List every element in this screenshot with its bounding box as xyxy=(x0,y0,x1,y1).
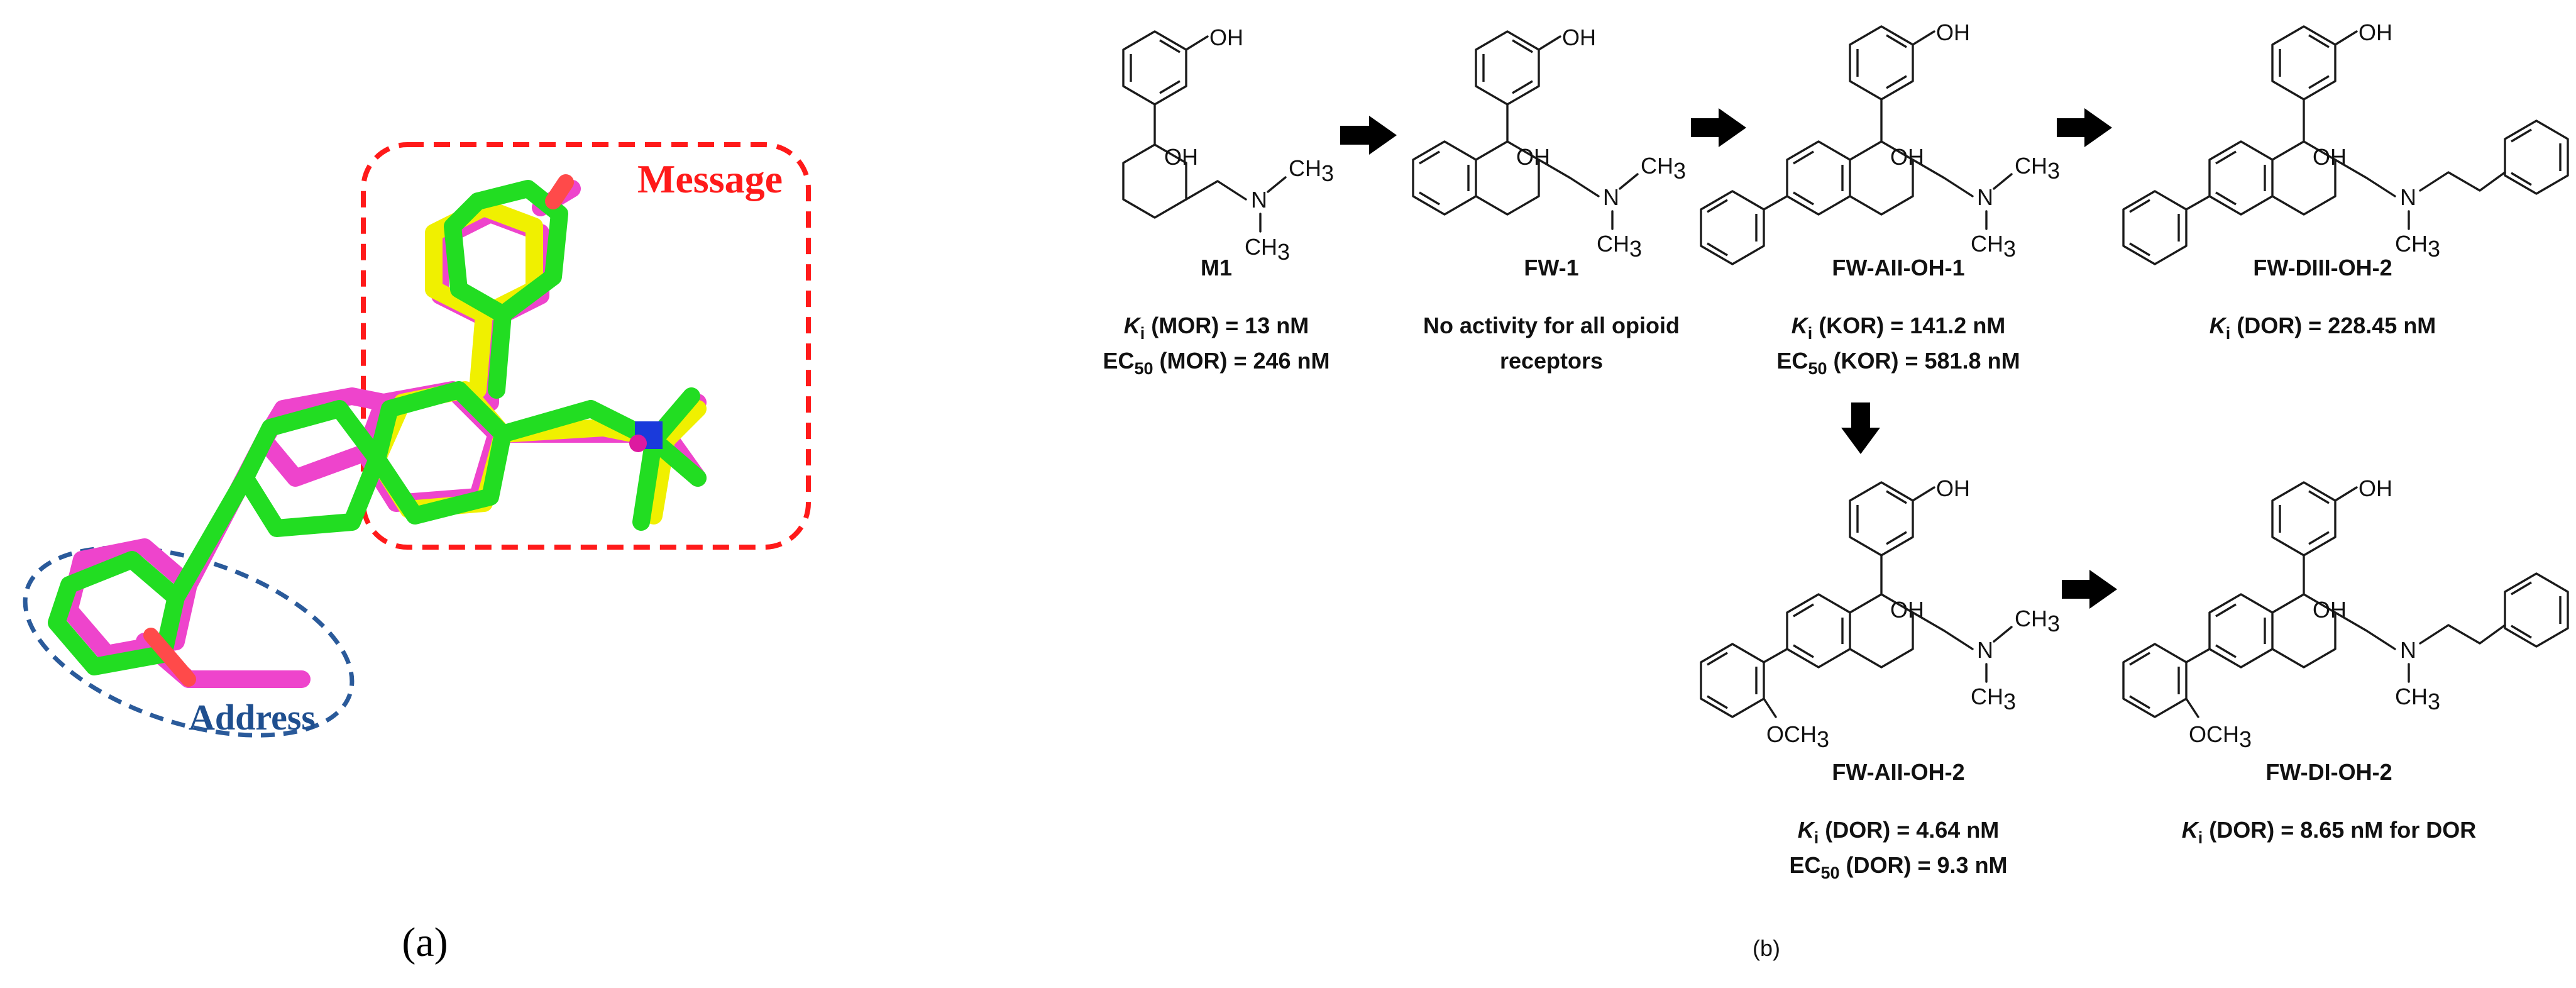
arrow-fw-aii-oh-1-to-fw-diii-oh-2 xyxy=(2057,108,2112,147)
svg-text:N: N xyxy=(1977,184,1993,210)
caption-m1: M1 Ki (MOR) = 13 nM EC50 (MOR) = 246 nM xyxy=(1103,255,1329,378)
svg-text:OH: OH xyxy=(1164,144,1198,170)
svg-text:OH: OH xyxy=(1890,597,1924,623)
svg-text:CH3: CH3 xyxy=(1641,153,1686,184)
svg-text:N: N xyxy=(1977,637,1993,663)
structure-fw-diii-oh-2: OH OH N CH3 xyxy=(2122,19,2569,265)
structure-fw1: OH OH N CH3 CH3 xyxy=(1412,25,1686,262)
activity-line: Ki (DOR) = 8.65 nM for DOR xyxy=(2182,817,2477,847)
structure-fw-aii-oh-1: OH OH N CH3 CH3 xyxy=(1700,19,2060,265)
structure-fw-aii-oh-2: OH OH N CH3 CH3 OCH3 xyxy=(1700,475,2060,752)
compound-name: FW-DI-OH-2 xyxy=(2265,759,2392,785)
svg-text:CH3: CH3 xyxy=(2015,153,2060,184)
activity-line: Ki (MOR) = 13 nM xyxy=(1124,313,1309,343)
panel-a-label: (a) xyxy=(402,919,448,965)
panel-b-label: (b) xyxy=(1753,935,1780,961)
activity-line: No activity for all opioid xyxy=(1423,313,1680,338)
compound-name: FW-1 xyxy=(1524,255,1578,280)
atom-accents xyxy=(143,174,663,687)
svg-text:CH3: CH3 xyxy=(1597,231,1642,262)
panel-b-structures: OH OH N CH3 CH3 OH OH N CH3 CH3 xyxy=(1103,19,2569,961)
caption-fw-aii-oh-1: FW-AII-OH-1 Ki (KOR) = 141.2 nM EC50 (KOR)… xyxy=(1776,255,2020,378)
arrow-fw-aii-oh-2-to-fw-di-oh-2 xyxy=(2062,570,2117,609)
activity-line: Ki (KOR) = 141.2 nM xyxy=(1792,313,2006,343)
compound-name: FW-DIII-OH-2 xyxy=(2253,255,2392,280)
svg-text:N: N xyxy=(1603,184,1619,210)
svg-text:OH: OH xyxy=(2313,144,2347,170)
caption-fw-diii-oh-2: FW-DIII-OH-2 Ki (DOR) = 228.45 nM xyxy=(2210,255,2436,343)
svg-text:N: N xyxy=(2400,184,2416,210)
compound-name: FW-AII-OH-1 xyxy=(1832,255,1964,280)
svg-text:OCH3: OCH3 xyxy=(2189,721,2252,752)
structure-fw-di-oh-2: OH OH N CH3 OCH3 xyxy=(2122,475,2569,752)
activity-line: receptors xyxy=(1500,348,1603,374)
svg-text:OH: OH xyxy=(2313,597,2347,623)
caption-fw-di-oh-2: FW-DI-OH-2 Ki (DOR) = 8.65 nM for DOR xyxy=(2182,759,2477,847)
arrow-m1-to-fw1 xyxy=(1340,116,1397,155)
panel-a-overlay: Message Address xyxy=(23,142,811,965)
arrow-fw1-to-fw-aii-oh-1 xyxy=(1691,108,1746,147)
activity-line: EC50 (DOR) = 9.3 nM xyxy=(1789,852,2007,882)
svg-text:OCH3: OCH3 xyxy=(1766,721,1829,752)
svg-text:OH: OH xyxy=(1890,144,1924,170)
svg-text:N: N xyxy=(2400,637,2416,663)
svg-text:OH: OH xyxy=(1562,25,1596,50)
svg-text:OH: OH xyxy=(1936,475,1970,501)
structure-m1: OH OH N CH3 CH3 xyxy=(1122,25,1334,265)
svg-text:OH: OH xyxy=(1936,19,1970,45)
caption-fw1: FW-1 No activity for all opioid receptors xyxy=(1423,255,1680,374)
message-label: Message xyxy=(637,157,783,201)
activity-line: EC50 (KOR) = 581.8 nM xyxy=(1776,348,2020,378)
svg-text:CH3: CH3 xyxy=(2395,684,2440,714)
activity-line: Ki (DOR) = 228.45 nM xyxy=(2210,313,2436,343)
svg-text:OH: OH xyxy=(1516,144,1550,170)
svg-text:CH3: CH3 xyxy=(1245,234,1290,265)
message-region-box xyxy=(361,142,811,550)
svg-text:OH: OH xyxy=(1209,25,1243,50)
compound-name: M1 xyxy=(1201,255,1232,280)
svg-text:N: N xyxy=(1251,187,1267,213)
address-label: Address xyxy=(189,697,316,738)
svg-text:CH3: CH3 xyxy=(2395,231,2440,262)
arrow-fw-aii-oh-1-down xyxy=(1841,402,1880,454)
svg-text:CH3: CH3 xyxy=(1971,684,2016,714)
activity-line: Ki (DOR) = 4.64 nM xyxy=(1798,817,2000,847)
svg-text:CH3: CH3 xyxy=(2015,606,2060,636)
activity-line: EC50 (MOR) = 246 nM xyxy=(1103,348,1329,378)
compound-name: FW-AII-OH-2 xyxy=(1832,759,1964,785)
svg-text:CH3: CH3 xyxy=(1289,155,1334,186)
svg-text:OH: OH xyxy=(2359,19,2392,45)
svg-text:OH: OH xyxy=(2359,475,2392,501)
caption-fw-aii-oh-2: FW-AII-OH-2 Ki (DOR) = 4.64 nM EC50 (DOR) … xyxy=(1789,759,2007,882)
address-region-ellipse xyxy=(23,545,355,738)
svg-text:CH3: CH3 xyxy=(1971,231,2016,262)
compound-captions: M1 Ki (MOR) = 13 nM EC50 (MOR) = 246 nM FW-… xyxy=(1103,255,2476,882)
